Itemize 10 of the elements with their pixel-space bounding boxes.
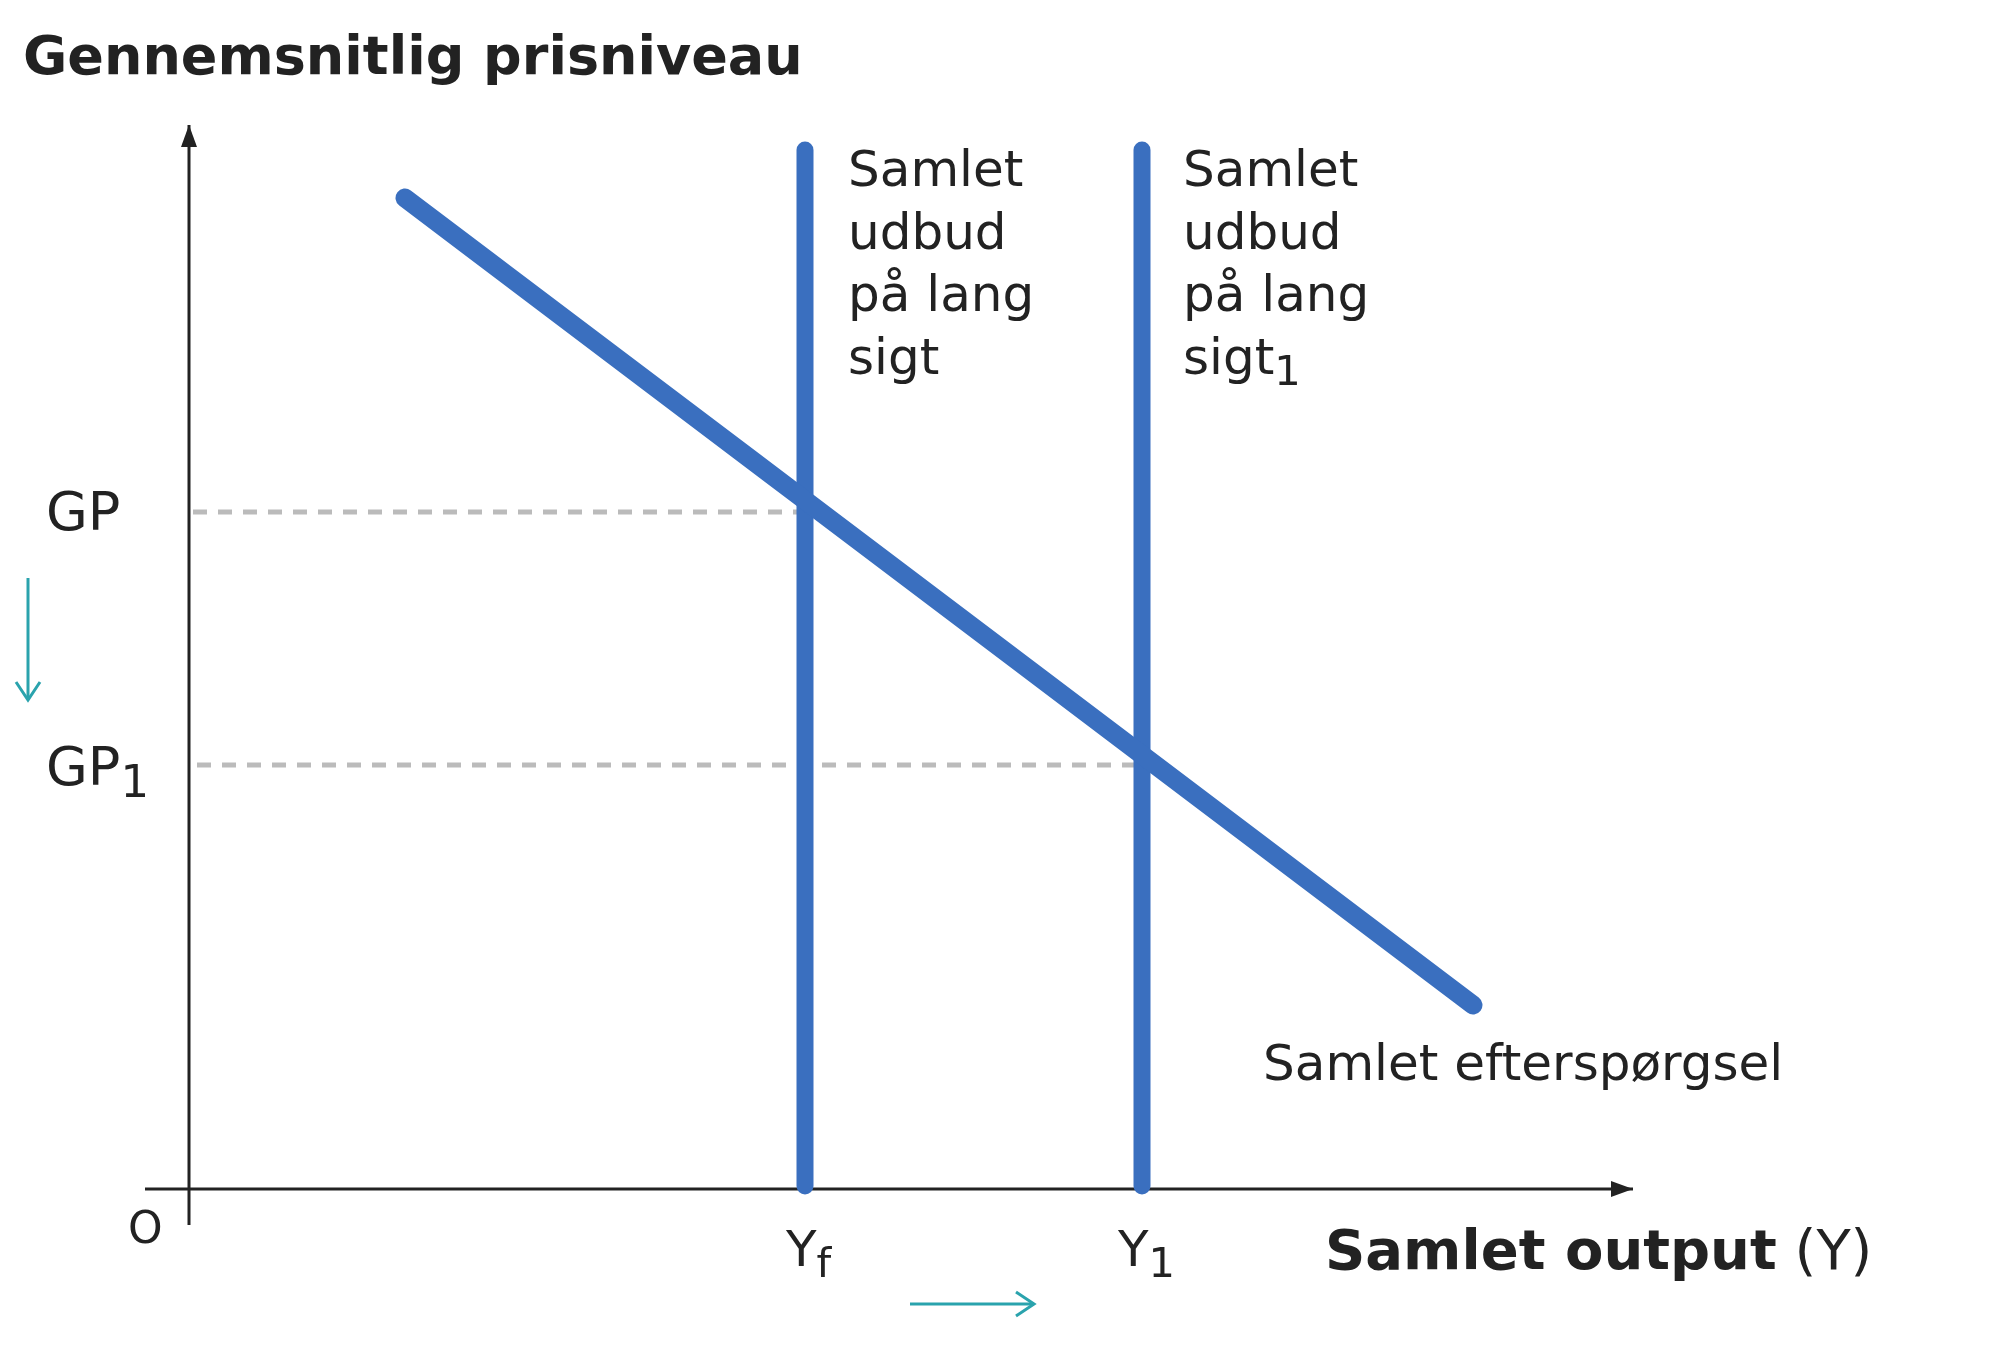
origin-label: O: [128, 1201, 163, 1255]
tick-label: GP$_{1}$: [46, 734, 150, 810]
tick-label: Y$_{1}$: [1118, 1219, 1176, 1289]
curve-label: Samlet udbud på lang sigt$_{1}$: [1183, 139, 1371, 397]
curve-label: Samlet efterspørgsel: [1263, 1033, 1784, 1094]
axis-title: Samlet output (Y): [1325, 1216, 1873, 1284]
tick-label: Y$_{f}$: [786, 1219, 832, 1289]
axis-title: Gennemsnitlig prisniveau: [23, 23, 803, 89]
tick-label: GP: [46, 479, 121, 545]
curve-label: Samlet udbud på lang sigt: [848, 139, 1036, 388]
